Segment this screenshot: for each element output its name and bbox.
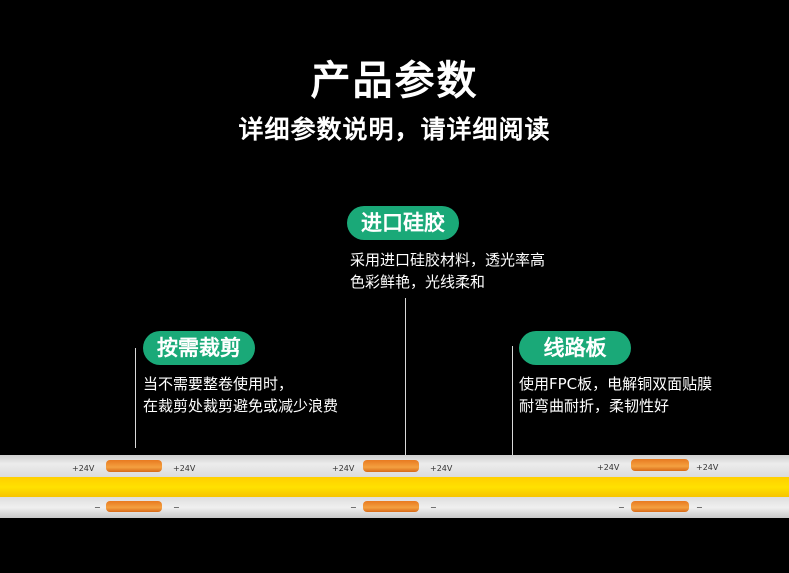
desc-line: 使用FPC板，电解铜双面贴膜 <box>519 375 713 393</box>
desc-line: 在裁剪处裁剪避免或减少浪费 <box>143 397 339 415</box>
solder-pad <box>106 501 162 512</box>
desc-circuit-board: 使用FPC板，电解铜双面贴膜 耐弯曲耐折，柔韧性好 <box>519 373 712 417</box>
desc-line: 当不需要整卷使用时， <box>143 375 294 393</box>
pointer-line <box>512 346 513 464</box>
plus-label: +24V <box>72 464 95 473</box>
plus-label: +24V <box>332 464 355 473</box>
pointer-line <box>135 348 136 448</box>
plus-label: +24V <box>597 463 620 472</box>
minus-label: − <box>696 503 703 512</box>
solder-pad <box>631 459 689 471</box>
desc-imported-silicone: 采用进口硅胶材料，透光率高 色彩鲜艳，光线柔和 <box>350 249 545 293</box>
pointer-line <box>405 298 406 492</box>
plus-label: +24V <box>173 464 196 473</box>
page-title: 产品参数 <box>310 58 479 104</box>
desc-line: 采用进口硅胶材料，透光率高 <box>350 251 546 269</box>
desc-line: 耐弯曲耐折，柔韧性好 <box>519 397 670 415</box>
minus-label: − <box>618 503 625 512</box>
strip-cob-phosphor <box>0 477 789 497</box>
minus-label: − <box>350 503 357 512</box>
solder-pad <box>363 460 419 472</box>
desc-line: 色彩鲜艳，光线柔和 <box>350 273 486 291</box>
solder-pad <box>106 460 162 472</box>
solder-pad <box>363 501 419 512</box>
minus-label: − <box>430 503 437 512</box>
plus-label: +24V <box>696 463 719 472</box>
badge-circuit-board: 线路板 <box>519 331 631 365</box>
minus-label: − <box>94 503 101 512</box>
led-strip: +24V +24V +24V +24V +24V +24V − − − − − … <box>0 455 789 518</box>
badge-cut-on-demand: 按需裁剪 <box>143 331 255 365</box>
minus-label: − <box>173 503 180 512</box>
solder-pad <box>631 501 689 512</box>
plus-label: +24V <box>430 464 453 473</box>
badge-imported-silicone: 进口硅胶 <box>347 206 459 240</box>
page-subtitle: 详细参数说明，请详细阅读 <box>238 115 551 144</box>
desc-cut-on-demand: 当不需要整卷使用时， 在裁剪处裁剪避免或减少浪费 <box>143 373 338 417</box>
